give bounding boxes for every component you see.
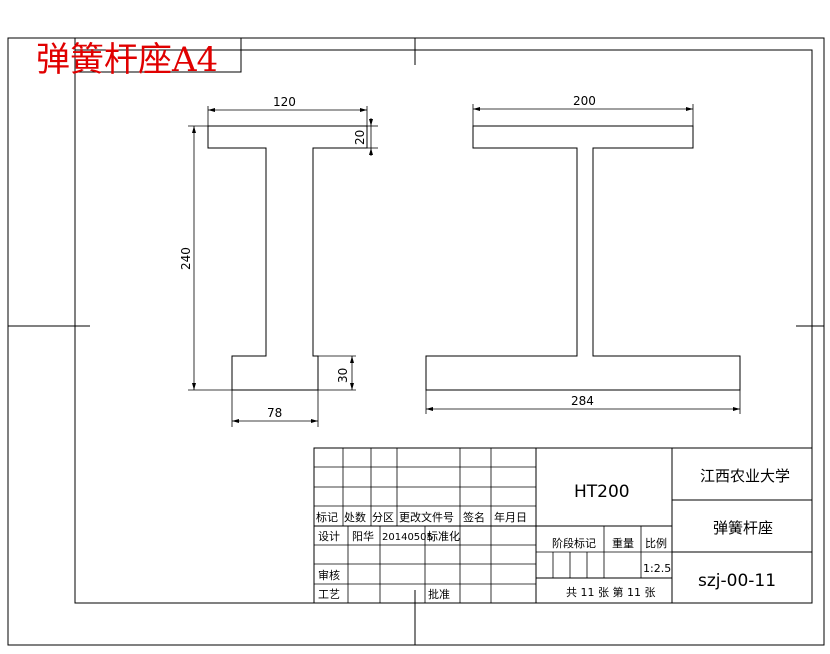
school-name: 江西农业大学 bbox=[700, 467, 790, 485]
sheet-count: 共 11 张 第 11 张 bbox=[566, 585, 655, 599]
header-change-doc: 更改文件号 bbox=[399, 510, 454, 524]
dim-text-240: 240 bbox=[179, 247, 193, 270]
left-i-section bbox=[207, 125, 368, 391]
design-label: 设计 bbox=[318, 530, 340, 543]
left-dim-top-thickness: 20 bbox=[353, 118, 378, 156]
material-text: HT200 bbox=[574, 482, 630, 502]
dim-text-78: 78 bbox=[267, 406, 282, 420]
dim-text-284: 284 bbox=[571, 394, 594, 408]
left-dim-bottom-thickness: 30 bbox=[318, 355, 356, 391]
review-label: 审核 bbox=[318, 568, 340, 582]
header-count: 处数 bbox=[344, 511, 366, 524]
standardize-label: 标准化 bbox=[427, 529, 460, 543]
title-block bbox=[313, 447, 813, 604]
outer-border bbox=[7, 37, 825, 646]
weight-label: 重量 bbox=[612, 536, 634, 550]
left-section-outline bbox=[207, 125, 368, 391]
dim-text-30: 30 bbox=[336, 368, 350, 383]
approve-label: 批准 bbox=[428, 587, 450, 601]
designer-name: 阳华 bbox=[352, 529, 374, 543]
scale-label: 比例 bbox=[645, 536, 667, 550]
sheet-title: 弹簧杆座A4 bbox=[36, 40, 218, 80]
title-box bbox=[74, 37, 242, 73]
header-date: 年月日 bbox=[494, 510, 527, 524]
header-zone: 分区 bbox=[372, 511, 394, 524]
left-dim-top-width: 120 bbox=[207, 95, 368, 126]
scale-value: 1:2.5 bbox=[643, 562, 671, 575]
right-section-outline bbox=[425, 125, 741, 391]
stage-mark-label: 阶段标记 bbox=[552, 536, 596, 550]
dim-text-20: 20 bbox=[353, 130, 367, 145]
part-name: 弹簧杆座 bbox=[713, 519, 773, 537]
header-mark: 标记 bbox=[316, 510, 338, 524]
process-label: 工艺 bbox=[318, 588, 340, 601]
drawing-number: szj-00-11 bbox=[698, 571, 776, 591]
dim-text-120: 120 bbox=[273, 95, 296, 109]
design-date: 20140505 bbox=[382, 532, 433, 543]
dim-text-200: 200 bbox=[573, 94, 596, 108]
left-dim-bottom-width: 78 bbox=[231, 390, 319, 427]
header-signature: 签名 bbox=[463, 510, 485, 524]
right-dim-top-width: 200 bbox=[472, 94, 694, 126]
right-i-section bbox=[425, 125, 741, 391]
left-dim-height: 240 bbox=[179, 125, 232, 391]
right-dim-bottom-width: 284 bbox=[425, 390, 741, 414]
